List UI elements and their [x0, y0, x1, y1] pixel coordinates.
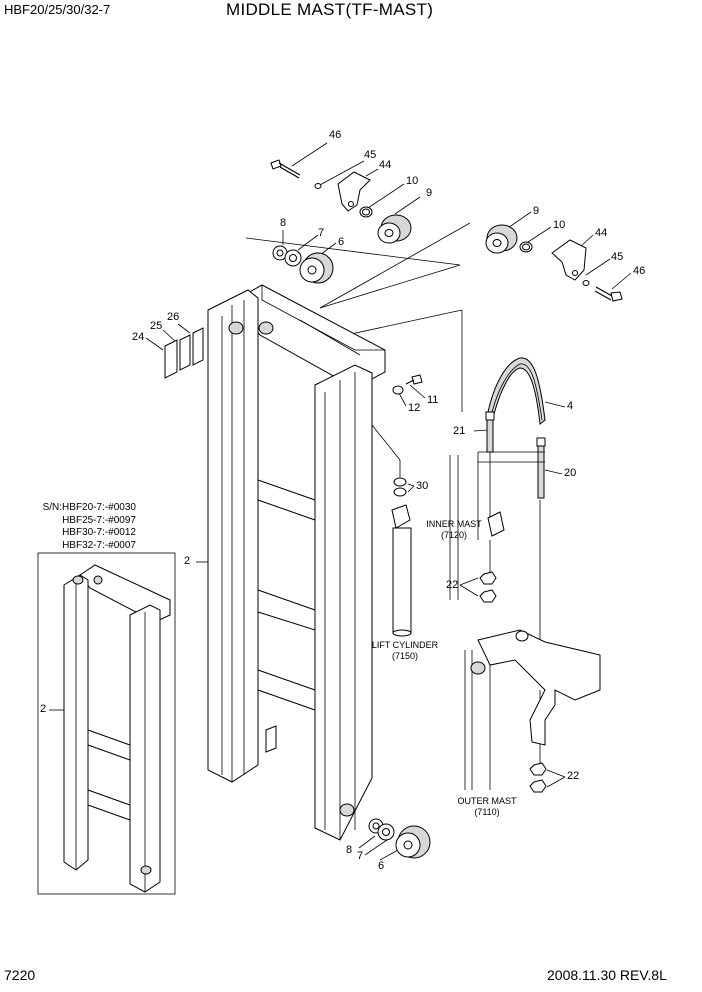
plate-24: [164, 339, 178, 379]
page-title: MIDDLE MAST(TF-MAST): [226, 0, 434, 19]
inner-mast-ref: (7120): [440, 530, 467, 540]
callout-12: 12: [408, 402, 421, 414]
shim-8-top: [272, 245, 288, 261]
roller-6-bottom: [395, 825, 431, 859]
callout-4: 4: [567, 400, 574, 412]
inner-mast-fragment: [449, 451, 545, 600]
callout-45: 45: [364, 149, 377, 161]
callout-8: 8: [280, 217, 287, 229]
callout-10: 10: [406, 175, 419, 187]
callout-20: 20: [564, 467, 577, 479]
roller-6-top: [299, 252, 334, 284]
shim-7-bottom: [377, 823, 395, 841]
inner-mast-caption: INNER MAST: [426, 519, 482, 529]
callout-2-inset: 2: [40, 703, 47, 715]
page-number: 7220: [4, 967, 36, 983]
revision-date: 2008.11.30 REV.8L: [547, 967, 667, 983]
anchor-bolt-21: [485, 411, 495, 453]
bolt-46-right: [594, 286, 623, 302]
washer-12: [392, 385, 404, 395]
lift-cylinder-ref: (7150): [391, 651, 418, 661]
ring-10-right: [519, 241, 533, 253]
callout-21: 21: [453, 425, 466, 437]
nuts-22-outer: [529, 762, 547, 793]
callout-46: 46: [329, 129, 342, 141]
callout-44-right: 44: [595, 227, 608, 239]
washer-45-right: [582, 280, 590, 286]
serial-number-note: S/N:HBF20-7:-#0030 HBF25-7:-#0097 HBF30-…: [28, 502, 136, 552]
plate-25: [179, 334, 191, 371]
callout-26: 26: [167, 311, 180, 323]
callout-24: 24: [132, 331, 145, 343]
model-code: HBF20/25/30/32-7: [4, 2, 111, 17]
middle-mast-frame: [207, 284, 386, 841]
bracket-44-right: [551, 239, 587, 281]
bracket-44-left: [337, 171, 371, 212]
serial-line: HBF25-7:-#0097: [62, 514, 136, 526]
callout-6-bottom: 6: [378, 860, 385, 872]
callout-7-bottom: 7: [357, 850, 364, 862]
callout-9-right: 9: [533, 205, 540, 217]
serial-line: HBF32-7:-#0007: [62, 539, 136, 551]
callout-8-bottom: 8: [346, 844, 353, 856]
assembly-guide-lines: [245, 222, 541, 765]
callout-6: 6: [338, 236, 345, 248]
callout-11: 11: [427, 394, 439, 406]
bolt-46-left: [270, 159, 322, 189]
chain-4: [487, 357, 546, 425]
callout-7: 7: [318, 227, 325, 239]
callout-22-outer: 22: [567, 770, 580, 782]
outer-mast-fragment: [464, 629, 601, 790]
callout-25: 25: [150, 320, 163, 332]
callout-10-right: 10: [553, 219, 566, 231]
serial-line: HBF30-7:-#0012: [62, 527, 136, 538]
callout-2-main: 2: [184, 555, 191, 567]
callout-30: 30: [416, 480, 429, 492]
callout-22-inner: 22: [446, 579, 459, 591]
callout-9: 9: [426, 187, 433, 199]
roller-9-left: [377, 214, 412, 244]
outer-mast-ref: (7110): [474, 807, 500, 817]
nuts-22-inner: [479, 571, 497, 603]
inset-variant-box: [37, 552, 176, 895]
ring-10-left: [359, 206, 373, 218]
plate-26: [192, 327, 204, 366]
lift-cylinder-caption: LIFT CYLINDER: [371, 640, 439, 650]
callout-44: 44: [379, 159, 392, 171]
serial-line: S/N:HBF20-7:-#0030: [42, 502, 136, 513]
shim-7-top: [284, 249, 302, 267]
anchor-bolt-20: [536, 437, 546, 499]
lift-cylinder: [391, 477, 412, 637]
outer-mast-caption: OUTER MAST: [457, 796, 517, 806]
roller-9-right: [485, 224, 518, 254]
bolt-11: [405, 374, 423, 385]
callout-45-right: 45: [611, 251, 624, 263]
callout-46-right: 46: [633, 265, 646, 277]
